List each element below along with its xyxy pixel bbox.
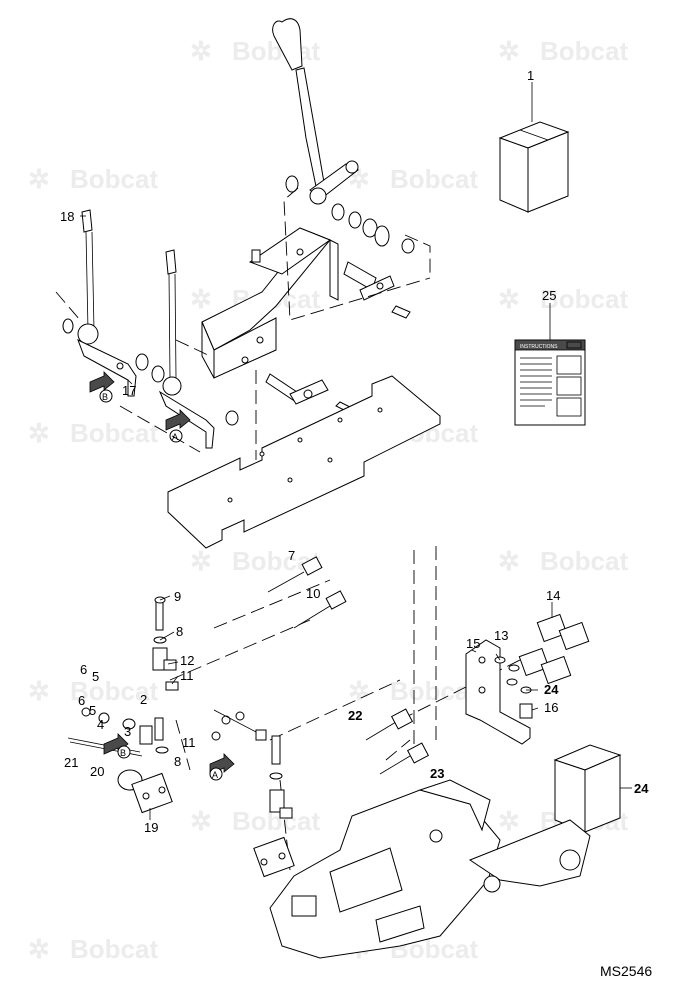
watermark-layer: ✲Bobcat ✲Bobcat ✲Bobcat ✲Bobcat ✲Bobcat … xyxy=(28,36,628,964)
callout-25: 25 xyxy=(542,288,556,303)
callout-8-upper: 8 xyxy=(176,624,183,639)
callout-5-upper: 5 xyxy=(92,669,99,684)
lever-middle xyxy=(135,249,239,449)
fitting-10 xyxy=(293,590,347,629)
svg-text:A: A xyxy=(212,770,218,780)
hose-fitting-23 xyxy=(379,742,430,775)
callout-24-lower: 24 xyxy=(634,781,649,796)
hitch-housing xyxy=(269,779,591,959)
callout-9: 9 xyxy=(174,589,181,604)
callout-1: 1 xyxy=(527,68,534,83)
hose-fitting-22 xyxy=(365,708,414,741)
svg-text:✲: ✲ xyxy=(190,284,212,314)
svg-text:B: B xyxy=(120,748,126,758)
quick-couplers xyxy=(494,613,590,719)
valve-assembly-center xyxy=(211,709,295,878)
svg-text:Bobcat: Bobcat xyxy=(390,676,478,706)
svg-text:Bobcat: Bobcat xyxy=(70,934,158,964)
callout-17: 17 xyxy=(122,383,136,398)
mounting-bracket-assembly xyxy=(201,227,411,413)
svg-text:✲: ✲ xyxy=(190,36,212,66)
svg-text:✲: ✲ xyxy=(28,418,50,448)
lever-18 xyxy=(62,209,137,397)
watermark-15: ✲ Bobcat xyxy=(28,934,158,964)
svg-text:Bobcat: Bobcat xyxy=(540,36,628,66)
svg-text:✲: ✲ xyxy=(498,284,520,314)
svg-text:Bobcat: Bobcat xyxy=(70,164,158,194)
mounting-plate xyxy=(167,375,441,549)
reference-code: MS2546 xyxy=(600,963,652,979)
quick-coupler-bracket xyxy=(465,639,531,745)
watermark-2: ✲ Bobcat xyxy=(498,36,628,66)
svg-text:✲: ✲ xyxy=(190,546,212,576)
svg-text:✲: ✲ xyxy=(28,164,50,194)
callout-21: 21 xyxy=(64,755,78,770)
watermark-12: ✲ Bobcat xyxy=(348,676,478,706)
svg-text:✲: ✲ xyxy=(348,676,370,706)
watermark-13: ✲Bobcat xyxy=(190,806,320,836)
callout-12: 12 xyxy=(180,653,194,668)
svg-text:Bobcat: Bobcat xyxy=(390,164,478,194)
svg-text:A: A xyxy=(172,432,178,442)
svg-text:✲: ✲ xyxy=(498,36,520,66)
callout-7: 7 xyxy=(288,548,295,563)
callout-6-lower: 6 xyxy=(78,693,85,708)
direction-arrow-b-lower: B xyxy=(103,733,131,759)
watermark-9: ✲Bobcat xyxy=(190,546,320,576)
watermark-11: ✲ Bobcat xyxy=(28,676,158,706)
direction-arrow-a-upper: A xyxy=(165,409,191,443)
instruction-sheet-icon: INSTRUCTIONS xyxy=(514,339,586,426)
callout-19: 19 xyxy=(144,820,158,835)
callout-22: 22 xyxy=(348,708,362,723)
direction-arrow-a-lower: A xyxy=(209,753,235,781)
watermark-1: ✲Bobcat xyxy=(190,36,320,66)
callout-18: 18 xyxy=(60,209,74,224)
watermark-10: ✲ Bobcat xyxy=(498,546,628,576)
callout-16: 16 xyxy=(544,700,558,715)
svg-text:Bobcat: Bobcat xyxy=(70,418,158,448)
direction-arrow-b-upper: B xyxy=(89,371,115,403)
callout-13: 13 xyxy=(494,628,508,643)
fitting-7 xyxy=(267,556,323,593)
callout-11-upper: 11 xyxy=(180,668,194,683)
svg-text:✲: ✲ xyxy=(190,806,212,836)
callout-14: 14 xyxy=(546,588,560,603)
main-control-lever xyxy=(272,18,415,254)
kit-box-icon xyxy=(498,121,570,213)
callout-3: 3 xyxy=(124,724,131,739)
leader-lines xyxy=(80,215,553,820)
svg-text:Bobcat: Bobcat xyxy=(540,284,628,314)
svg-text:✲: ✲ xyxy=(28,676,50,706)
callout-6-upper: 6 xyxy=(80,662,87,677)
svg-text:✲: ✲ xyxy=(498,546,520,576)
callout-4: 4 xyxy=(97,717,104,732)
callout-20: 20 xyxy=(90,764,104,779)
watermark-4: ✲Bobcat xyxy=(348,164,478,194)
svg-text:Bobcat: Bobcat xyxy=(70,676,158,706)
svg-text:✲: ✲ xyxy=(28,934,50,964)
watermark-3: ✲ Bobcat xyxy=(28,164,158,194)
valve-assembly-left xyxy=(67,596,179,814)
callout-15: 15 xyxy=(466,636,480,651)
callout-8-lower: 8 xyxy=(174,754,181,769)
watermark-6: ✲ Bobcat xyxy=(498,284,628,314)
callout-23: 23 xyxy=(430,766,444,781)
watermark-7: ✲ Bobcat xyxy=(28,418,158,448)
callout-11-lower: 11 xyxy=(182,735,196,750)
explosion-lines xyxy=(55,187,521,871)
callout-10: 10 xyxy=(306,586,320,601)
svg-text:✲: ✲ xyxy=(498,806,520,836)
callout-24-upper: 24 xyxy=(544,682,559,697)
callout-5-lower: 5 xyxy=(89,703,96,718)
callout-labels: 1 25 18 17 7 10 9 8 12 11 6 5 6 5 4 3 2 … xyxy=(60,68,649,835)
seal-kit-box-icon xyxy=(553,744,622,833)
callout-2: 2 xyxy=(140,692,147,707)
svg-text:Bobcat: Bobcat xyxy=(540,546,628,576)
svg-text:INSTRUCTIONS: INSTRUCTIONS xyxy=(520,344,558,350)
svg-text:B: B xyxy=(102,392,108,402)
